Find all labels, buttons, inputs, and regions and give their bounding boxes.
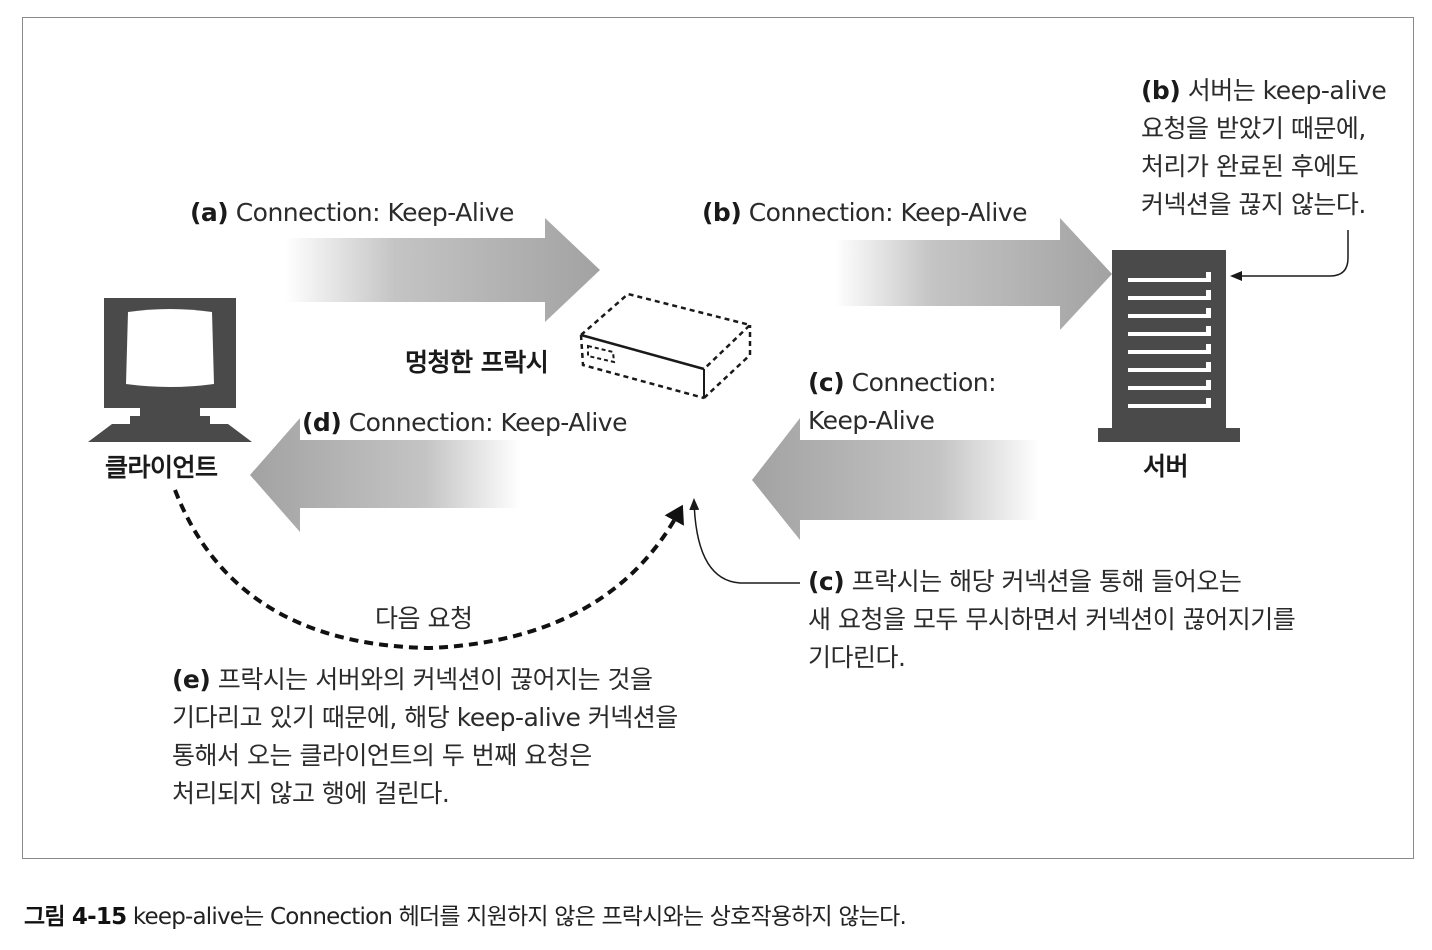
caption-text: keep-alive는 Connection 헤더를 지원하지 않은 프락시와는… [132, 904, 907, 930]
arrow-a-label: (a) Connection: Keep-Alive [190, 194, 514, 232]
server-slot [1128, 326, 1211, 336]
note-c: (c) 프락시는 해당 커넥션을 통해 들어오는 새 요청을 모두 무시하면서 … [808, 563, 1296, 677]
note-c-line: 프락시는 해당 커넥션을 통해 들어오는 [851, 567, 1242, 596]
client-label: 클라이언트 [105, 453, 218, 482]
server-slot [1128, 398, 1211, 408]
arrow-d-label: (d) Connection: Keep-Alive [302, 404, 627, 442]
note-e-line: 프락시는 서버와의 커넥션이 끊어지는 것을 [217, 665, 653, 694]
note-c-line: 기다린다. [808, 643, 906, 672]
note-b-line: 커넥션을 끊지 않는다. [1141, 190, 1366, 219]
server-slot [1128, 308, 1211, 318]
note-e-tag: (e) [172, 665, 211, 694]
arrow-d-left [250, 418, 520, 532]
note-b-tag: (b) [1141, 76, 1181, 105]
note-b-line: 처리가 완료된 후에도 [1141, 152, 1359, 181]
server-slot [1128, 290, 1211, 300]
note-b-line: 요청을 받았기 때문에, [1141, 114, 1366, 143]
arrow-c-tag: (c) [808, 368, 845, 397]
server-slot [1128, 380, 1211, 390]
arrow-c-line1: Connection: [851, 368, 997, 397]
note-b-line: 서버는 keep-alive [1187, 76, 1387, 105]
note-b-pointer [1230, 230, 1349, 281]
arrow-b-right [835, 218, 1112, 330]
arrow-a-text: Connection: Keep-Alive [235, 198, 515, 227]
arrow-b-tag: (b) [702, 198, 742, 227]
server-slot [1128, 272, 1211, 282]
next-request-arrow [173, 489, 684, 651]
note-c-pointer [689, 498, 800, 584]
note-e-line: 기다리고 있기 때문에, 해당 keep-alive 커넥션을 [172, 703, 678, 732]
arrow-a-right [285, 218, 600, 322]
arrow-c-left [752, 418, 1040, 540]
caption-label: 그림 4-15 [24, 904, 127, 930]
note-e-line: 처리되지 않고 행에 걸린다. [172, 779, 450, 808]
figure-caption: 그림 4-15 keep-alive는 Connection 헤더를 지원하지 … [24, 897, 907, 931]
note-b: (b) 서버는 keep-alive 요청을 받았기 때문에, 처리가 완료된 … [1141, 72, 1387, 224]
note-c-tag: (c) [808, 567, 845, 596]
server-slot [1128, 362, 1211, 372]
arrow-d-tag: (d) [302, 408, 342, 437]
arrow-c-line2: Keep-Alive [808, 406, 935, 435]
arrow-b-label: (b) Connection: Keep-Alive [702, 194, 1027, 232]
proxy-label: 멍청한 프락시 [405, 348, 549, 377]
note-c-line: 새 요청을 모두 무시하면서 커넥션이 끊어지기를 [808, 605, 1296, 634]
arrow-d-text: Connection: Keep-Alive [348, 408, 628, 437]
arrow-b-text: Connection: Keep-Alive [748, 198, 1028, 227]
figure-frame [22, 17, 1414, 859]
server-label: 서버 [1143, 452, 1189, 481]
client-computer-icon [88, 298, 252, 442]
server-icon [1098, 250, 1240, 442]
server-slot [1128, 344, 1211, 354]
note-e: (e) 프락시는 서버와의 커넥션이 끊어지는 것을 기다리고 있기 때문에, … [172, 661, 678, 813]
arrow-a-tag: (a) [190, 198, 229, 227]
arrow-c-label: (c) Connection: Keep-Alive [808, 364, 997, 440]
proxy-box-icon [579, 292, 753, 400]
next-request-label: 다음 요청 [375, 604, 473, 633]
note-e-line: 통해서 오는 클라이언트의 두 번째 요청은 [172, 741, 592, 770]
